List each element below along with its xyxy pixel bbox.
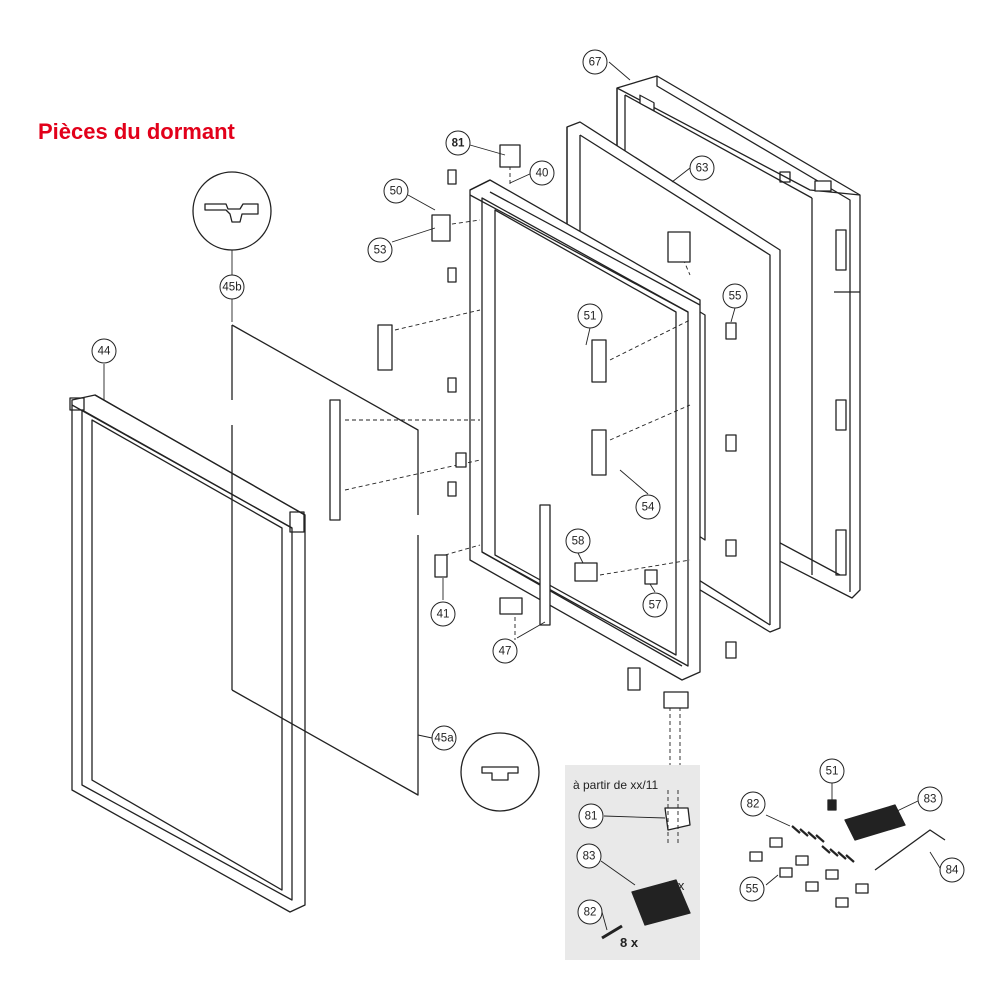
callout-label: 63 [696, 163, 709, 175]
callout-circle [740, 791, 766, 817]
callout-circle [577, 303, 603, 329]
callout-40: 40 [529, 160, 555, 186]
callout-circle [383, 178, 409, 204]
callout-81: 81 [445, 130, 471, 156]
callout-label: 40 [536, 168, 549, 180]
callout-41: 41 [430, 601, 456, 627]
callout-label: 47 [499, 646, 512, 658]
callout-circle [91, 338, 117, 364]
profile-detail-top [192, 171, 272, 251]
callout-circle [578, 803, 604, 829]
callout-circle [635, 494, 661, 520]
callout-label: 50 [390, 186, 403, 198]
callout-circle [582, 49, 608, 75]
callout-55: 55 [739, 876, 765, 902]
door-leaf-44 [69, 394, 306, 913]
callout-63: 63 [689, 155, 715, 181]
callout-label: 83 [924, 794, 937, 806]
callout-label: 84 [946, 865, 959, 877]
callout-44: 44 [91, 338, 117, 364]
callout-circle [445, 130, 471, 156]
qty-83-label: 2 x [667, 878, 685, 893]
inset-box [565, 765, 700, 960]
callout-81: 81 [578, 803, 604, 829]
callout-circle [576, 843, 602, 869]
callout-53: 53 [367, 237, 393, 263]
page-title: Pièces du dormant [38, 119, 235, 144]
callout-circle [689, 155, 715, 181]
callout-83: 83 [576, 843, 602, 869]
callout-label: 55 [746, 884, 759, 896]
callout-58: 58 [565, 528, 591, 554]
callout-label: 54 [642, 502, 655, 514]
gasket-45 [231, 324, 419, 796]
callout-55: 55 [722, 283, 748, 309]
profile-detail-bottom [460, 732, 540, 812]
callout-label: 82 [584, 907, 597, 919]
callout-45a: 45a [431, 725, 457, 751]
callout-47: 47 [492, 638, 518, 664]
callout-label: 82 [747, 799, 760, 811]
callout-circle [939, 857, 965, 883]
callout-label: 41 [437, 609, 450, 621]
callout-circle [917, 786, 943, 812]
callout-label: 81 [585, 811, 598, 823]
callout-label: 55 [729, 291, 742, 303]
callout-label: 53 [374, 245, 387, 257]
callout-circle [219, 274, 245, 300]
callout-circle [529, 160, 555, 186]
callout-label: 67 [589, 57, 602, 69]
callout-45b: 45b [219, 274, 245, 300]
callout-83: 83 [917, 786, 943, 812]
callout-label: 51 [584, 311, 597, 323]
spare-parts [749, 799, 946, 908]
callout-57: 57 [642, 592, 668, 618]
callout-circle [642, 592, 668, 618]
main-frame-40 [469, 179, 701, 681]
callout-label: 45a [434, 733, 454, 745]
qty-82-label: 8 x [620, 935, 639, 950]
callout-circle [739, 876, 765, 902]
callout-label: 51 [826, 766, 839, 778]
callout-label: 45b [222, 282, 241, 294]
callout-circle [819, 758, 845, 784]
inset-date-label: à partir de xx/11 [573, 778, 658, 792]
callout-50: 50 [383, 178, 409, 204]
callout-circle [722, 283, 748, 309]
callout-51: 51 [577, 303, 603, 329]
callout-67: 67 [582, 49, 608, 75]
callout-circle [577, 899, 603, 925]
leader-lines [103, 61, 941, 931]
callout-84: 84 [939, 857, 965, 883]
callout-label: 58 [572, 536, 585, 548]
callout-82: 82 [577, 899, 603, 925]
callout-circle [492, 638, 518, 664]
callout-82: 82 [740, 791, 766, 817]
callout-circle [430, 601, 456, 627]
small-parts [329, 144, 737, 709]
callout-circle [367, 237, 393, 263]
callout-label: 83 [583, 851, 596, 863]
callout-circle [565, 528, 591, 554]
callouts: 67 81 40 63 50 53 55 45b 51 44 54 58 41 57 47 45a 81 83 82… [91, 49, 965, 925]
callout-51: 51 [819, 758, 845, 784]
callout-label: 44 [98, 346, 111, 358]
callout-label: 57 [649, 600, 662, 612]
callout-label: 81 [452, 138, 465, 150]
callout-54: 54 [635, 494, 661, 520]
callout-circle [431, 725, 457, 751]
